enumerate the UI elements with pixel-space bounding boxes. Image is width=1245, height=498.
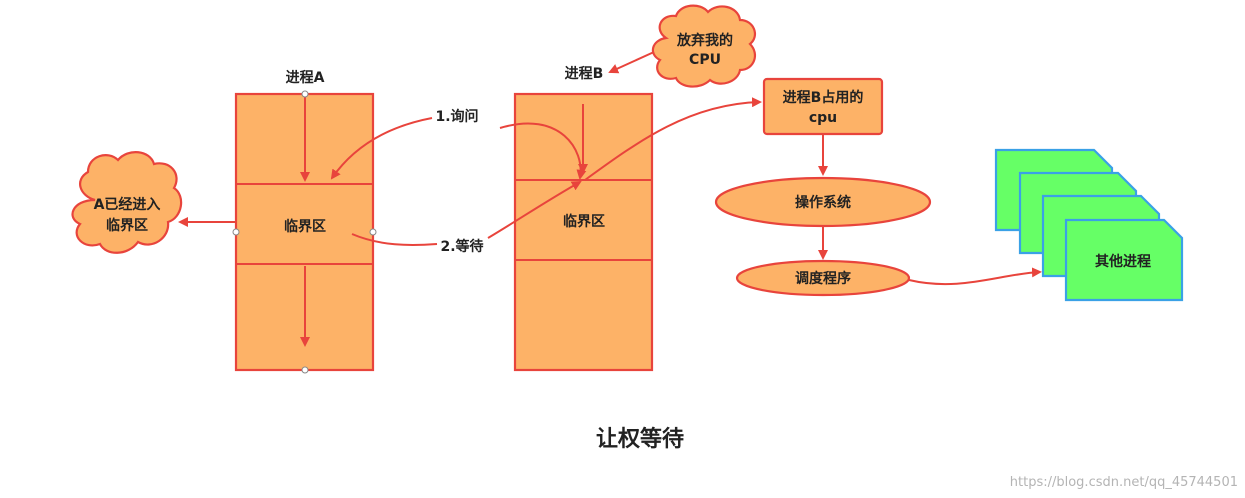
cloud-a-line1: A已经进入 — [94, 196, 161, 213]
os-label: 操作系统 — [795, 194, 851, 211]
other-processes-stack: 其他进程 — [994, 148, 1184, 302]
process-b-critical-section-label: 临界区 — [563, 213, 605, 230]
os-node: 操作系统 — [714, 176, 932, 228]
process-a-title: 进程A — [286, 70, 325, 86]
cpu-node: 进程B占用的 cpu — [762, 77, 884, 136]
selection-handle[interactable] — [301, 90, 309, 98]
cpu-box-line2: cpu — [809, 110, 837, 126]
diagram-caption: 让权等待 — [596, 426, 684, 452]
arrow-wait-right — [487, 181, 582, 239]
process-b-title: 进程B — [565, 66, 604, 82]
cloud-a-line2: 临界区 — [106, 217, 148, 234]
edge-wait-label: 2.等待 — [440, 238, 483, 255]
scheduler-ellipse — [735, 259, 911, 297]
selection-handle[interactable] — [232, 228, 240, 236]
selection-handle[interactable] — [369, 228, 377, 236]
cloud-b-shape — [651, 4, 757, 88]
watermark-text: https://blog.csdn.net/qq_45744501 — [1010, 475, 1238, 490]
arrow-scheduler-to-others — [908, 267, 1042, 286]
edge-ask-label: 1.询问 — [435, 108, 478, 125]
document-shape-front — [1064, 218, 1184, 302]
arrow-ask-to-b — [499, 122, 587, 180]
cloud-b-line2: CPU — [689, 52, 721, 68]
other-processes-label: 其他进程 — [1095, 253, 1151, 270]
process-b-column: 进程B 临界区 — [513, 66, 654, 372]
cloud-a-entered: A已经进入 临界区 — [71, 151, 236, 254]
cpu-box-line1: 进程B占用的 — [783, 89, 864, 106]
cloud-a-shape — [71, 151, 183, 254]
process-a-critical-section-label: 临界区 — [284, 218, 326, 235]
selection-handle[interactable] — [301, 366, 309, 374]
scheduler-node: 调度程序 — [735, 259, 911, 297]
arrow-b-to-cpu — [584, 97, 762, 181]
cloud-b-line1: 放弃我的 — [676, 32, 733, 49]
cloud-b-give-up: 放弃我的 CPU — [608, 4, 757, 88]
scheduler-label: 调度程序 — [795, 270, 851, 287]
arrow-cloud-b-to-process-b — [608, 51, 655, 74]
arrow-wait-left — [351, 233, 438, 246]
arrow-ask-to-a — [330, 117, 433, 180]
process-a-column: 进程A 临界区 — [232, 70, 377, 374]
